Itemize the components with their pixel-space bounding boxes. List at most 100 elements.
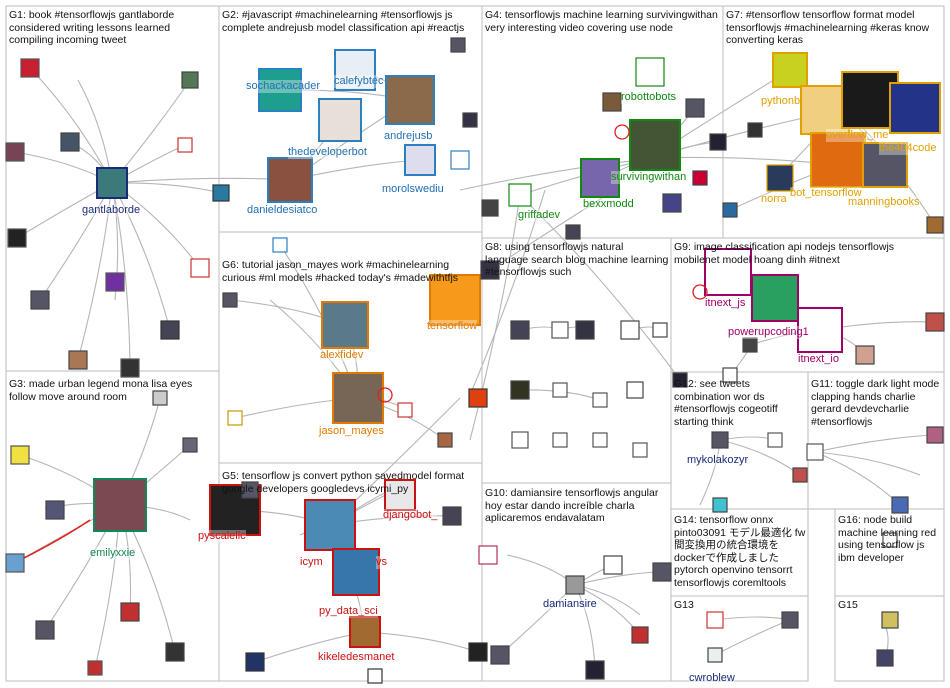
- user-avatar-node[interactable]: [332, 372, 384, 424]
- user-avatar-node[interactable]: [565, 224, 581, 240]
- user-avatar-node[interactable]: [105, 272, 125, 292]
- user-avatar-node[interactable]: [792, 467, 808, 483]
- node-label-itnext-js[interactable]: itnext_js: [705, 297, 746, 310]
- user-avatar-node[interactable]: [841, 71, 899, 129]
- node-label-thedeveloperbot[interactable]: thedeveloperbot: [288, 146, 367, 159]
- user-avatar-node[interactable]: [334, 49, 376, 91]
- user-avatar-node[interactable]: [304, 499, 356, 551]
- user-avatar-node[interactable]: [96, 167, 128, 199]
- node-label-icym[interactable]: icym: [300, 556, 323, 569]
- user-avatar-node[interactable]: [450, 150, 470, 170]
- user-avatar-node[interactable]: [7, 228, 27, 248]
- node-label-andrejusb[interactable]: andrejusb: [384, 130, 433, 143]
- user-avatar-node[interactable]: [181, 71, 199, 89]
- user-avatar-node[interactable]: [706, 611, 724, 629]
- user-avatar-node[interactable]: [707, 647, 723, 663]
- node-label-survivingwithan[interactable]: survivingwithan: [611, 171, 687, 184]
- user-avatar-node[interactable]: [68, 350, 88, 370]
- user-avatar-node[interactable]: [889, 82, 941, 134]
- user-avatar-node[interactable]: [704, 248, 752, 296]
- user-avatar-node[interactable]: [93, 478, 147, 532]
- user-avatar-node[interactable]: [551, 321, 569, 339]
- user-avatar-node[interactable]: [35, 620, 55, 640]
- user-avatar-node[interactable]: [490, 645, 510, 665]
- user-avatar-node[interactable]: [510, 380, 530, 400]
- user-avatar-node[interactable]: [552, 382, 568, 398]
- user-avatar-node[interactable]: [478, 545, 498, 565]
- user-avatar-node[interactable]: [384, 479, 416, 511]
- user-avatar-node[interactable]: [585, 660, 605, 680]
- node-label-itnext-io[interactable]: itnext_io: [798, 353, 839, 366]
- user-avatar-node[interactable]: [241, 481, 259, 499]
- user-avatar-node[interactable]: [177, 137, 193, 153]
- user-avatar-node[interactable]: [468, 642, 488, 662]
- user-avatar-node[interactable]: [511, 431, 529, 449]
- user-avatar-node[interactable]: [926, 426, 944, 444]
- user-avatar-node[interactable]: [321, 301, 369, 349]
- user-avatar-node[interactable]: [30, 290, 50, 310]
- user-avatar-node[interactable]: [672, 372, 688, 388]
- node-label-tensorflow[interactable]: tensorflow: [427, 320, 478, 333]
- user-avatar-node[interactable]: [267, 157, 313, 203]
- node-label-the404code[interactable]: the404code: [879, 142, 937, 155]
- user-avatar-node[interactable]: [747, 122, 763, 138]
- user-avatar-node[interactable]: [722, 202, 738, 218]
- node-label-vs[interactable]: vs: [376, 556, 387, 569]
- user-avatar-node[interactable]: [5, 142, 25, 162]
- user-avatar-node[interactable]: [227, 410, 243, 426]
- node-label-alexfidev[interactable]: alexfidev: [320, 349, 364, 362]
- user-avatar-node[interactable]: [575, 320, 595, 340]
- user-avatar-node[interactable]: [876, 649, 894, 667]
- user-avatar-node[interactable]: [160, 320, 180, 340]
- user-avatar-node[interactable]: [450, 37, 466, 53]
- node-label-morolswediu[interactable]: morolswediu: [382, 183, 444, 196]
- user-avatar-node[interactable]: [712, 497, 728, 513]
- node-label-danieldesiatco[interactable]: danieldesiatco: [247, 204, 318, 217]
- user-avatar-node[interactable]: [429, 274, 481, 326]
- node-label-pythonb[interactable]: pythonb: [761, 95, 801, 108]
- node-label-cwroblew[interactable]: cwroblew: [689, 672, 735, 685]
- user-avatar-node[interactable]: [709, 133, 727, 151]
- user-avatar-node[interactable]: [592, 432, 608, 448]
- user-avatar-node[interactable]: [711, 431, 729, 449]
- user-avatar-node[interactable]: [766, 164, 794, 192]
- user-avatar-node[interactable]: [45, 500, 65, 520]
- user-avatar-node[interactable]: [510, 320, 530, 340]
- node-label-kikeledesmanet[interactable]: kikeledesmanet: [318, 651, 395, 664]
- user-avatar-node[interactable]: [925, 312, 945, 332]
- node-label-mykolakozyr[interactable]: mykolakozyr: [687, 454, 749, 467]
- user-avatar-node[interactable]: [767, 432, 783, 448]
- user-avatar-node[interactable]: [603, 555, 623, 575]
- user-avatar-node[interactable]: [442, 506, 462, 526]
- user-avatar-node[interactable]: [87, 660, 103, 676]
- node-label-pyscalellc[interactable]: pyscalellc: [198, 530, 246, 543]
- node-label-emilyxxie[interactable]: emilyxxie: [90, 547, 136, 560]
- user-avatar-node[interactable]: [152, 390, 168, 406]
- user-avatar-node[interactable]: [580, 158, 620, 198]
- user-avatar-node[interactable]: [751, 274, 799, 322]
- user-avatar-node[interactable]: [468, 388, 488, 408]
- node-label-overflow-me[interactable]: overflow_me: [826, 129, 889, 142]
- user-avatar-node[interactable]: [629, 119, 681, 171]
- user-avatar-node[interactable]: [481, 199, 499, 217]
- user-avatar-node[interactable]: [508, 183, 532, 207]
- node-label-py-data-sci[interactable]: py_data_sci: [319, 605, 378, 618]
- node-label-robottobots[interactable]: robottobots: [621, 91, 677, 104]
- user-avatar-node[interactable]: [272, 237, 288, 253]
- user-avatar-node[interactable]: [397, 402, 413, 418]
- user-avatar-node[interactable]: [5, 553, 25, 573]
- user-avatar-node[interactable]: [926, 216, 944, 234]
- node-label-manningbooks[interactable]: manningbooks: [848, 196, 920, 209]
- user-avatar-node[interactable]: [332, 548, 380, 596]
- user-avatar-node[interactable]: [806, 443, 824, 461]
- node-label-bot-tensorflow[interactable]: bot_tensorflow: [790, 187, 862, 200]
- user-avatar-node[interactable]: [685, 98, 705, 118]
- node-label-jason-mayes[interactable]: jason_mayes: [319, 425, 384, 438]
- user-avatar-node[interactable]: [385, 75, 435, 125]
- user-avatar-node[interactable]: [182, 437, 198, 453]
- user-avatar-node[interactable]: [882, 532, 898, 548]
- user-avatar-node[interactable]: [742, 337, 758, 353]
- user-avatar-node[interactable]: [626, 381, 644, 399]
- user-avatar-node[interactable]: [212, 184, 230, 202]
- user-avatar-node[interactable]: [552, 432, 568, 448]
